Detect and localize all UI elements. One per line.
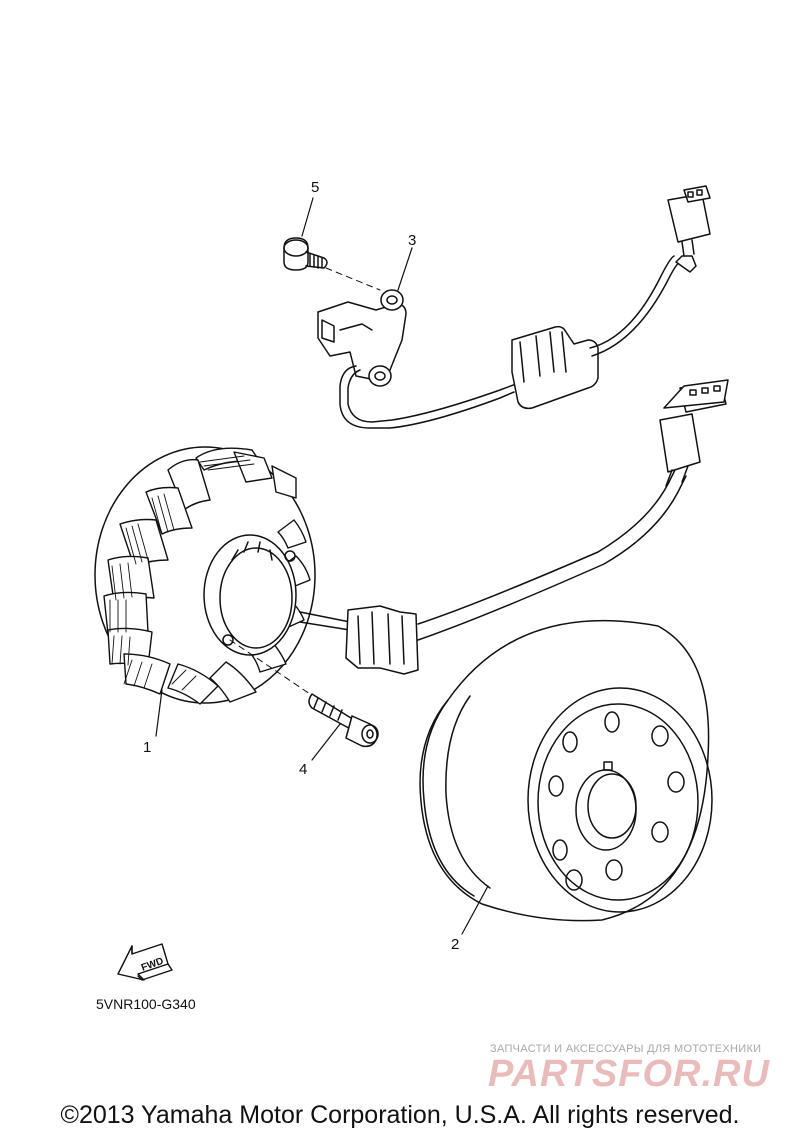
bolt-part-4 (308, 693, 379, 748)
callout-part-5: 5 (311, 179, 320, 196)
callout-part-4: 4 (299, 761, 308, 778)
callout-part-1: 1 (143, 739, 152, 756)
watermark-logo: PARTSFOR.RU (488, 1053, 770, 1095)
callout-part-3: 3 (408, 232, 417, 249)
watermark-tagline: ЗАПЧАСТИ И АКСЕССУАРЫ ДЛЯ МОТОТЕХНИКИ (490, 1043, 762, 1055)
callout-part-2: 2 (451, 936, 460, 953)
leader-lines (155, 197, 489, 935)
copyright-notice: ©2013 Yamaha Motor Corporation, U.S.A. A… (60, 1101, 740, 1129)
stator-part-1 (94, 379, 729, 705)
diagram-code: 5VNR100-G340 (96, 996, 196, 1012)
bolt-part-5 (283, 237, 381, 291)
rotor-part-2 (419, 619, 713, 922)
pickup-coil-part-3 (317, 185, 711, 429)
fwd-arrow-icon (117, 943, 173, 981)
